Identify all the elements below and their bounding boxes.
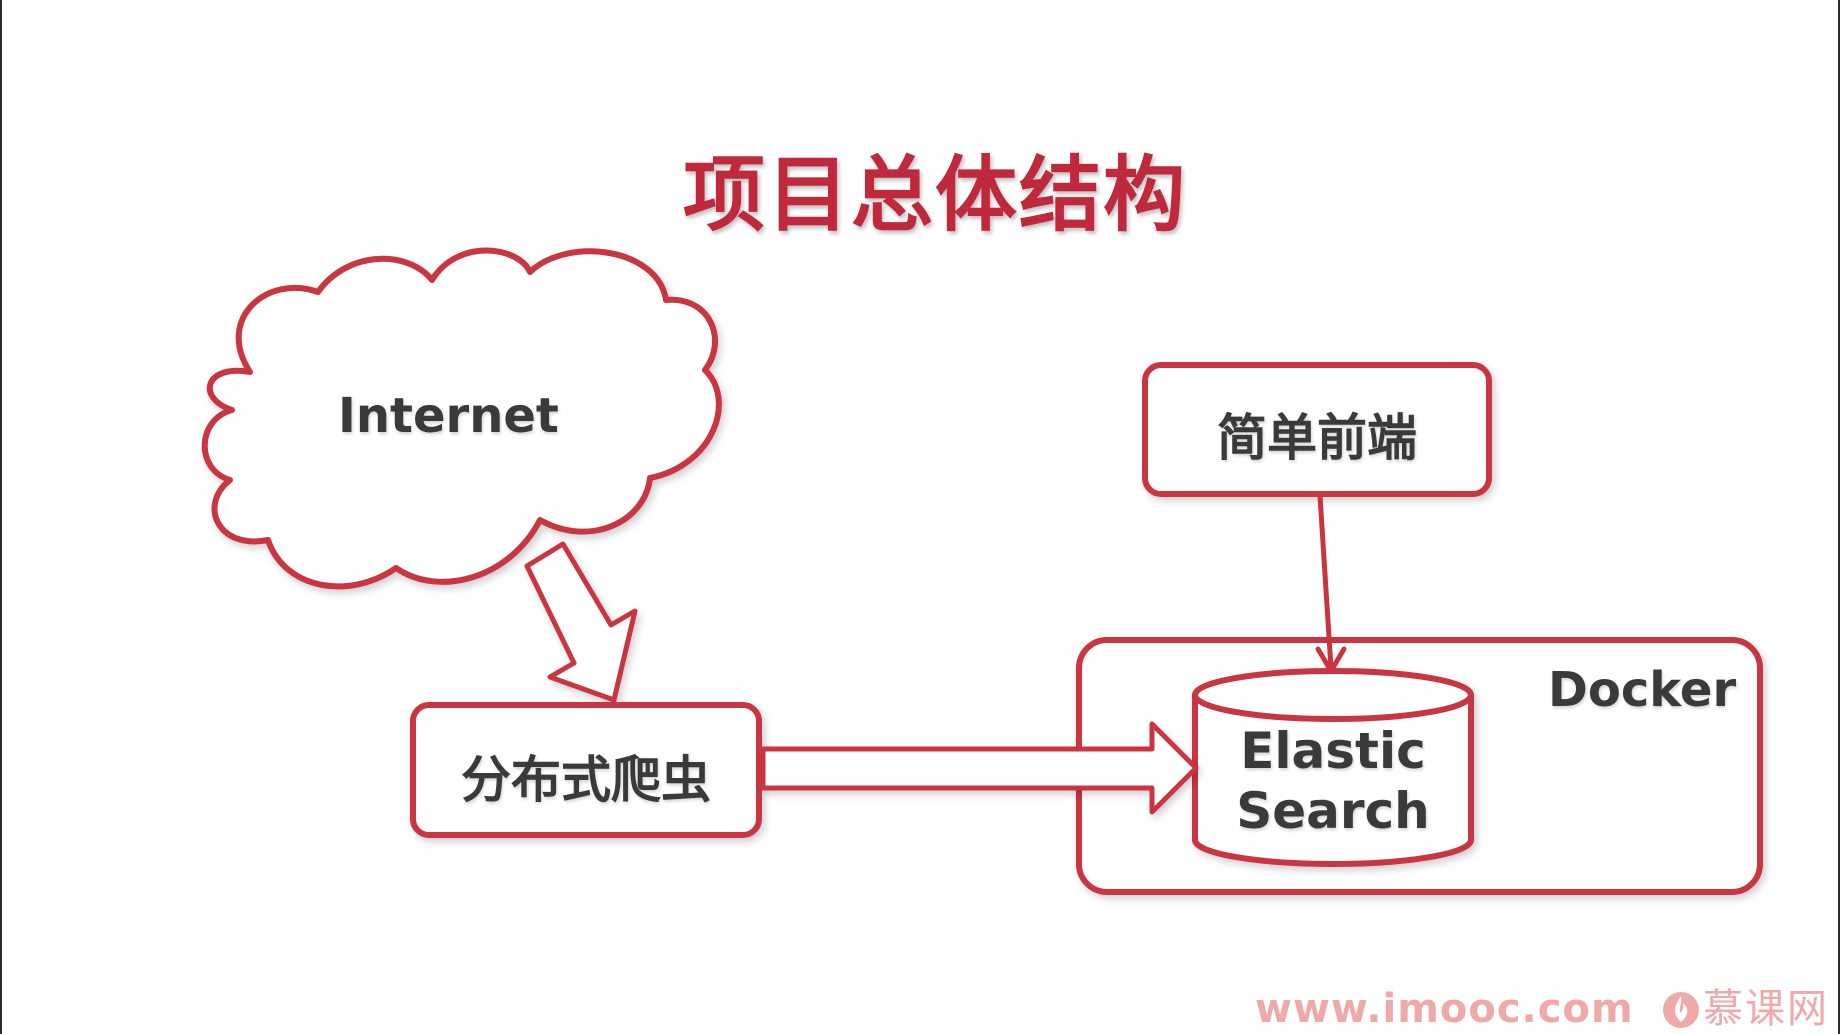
footer-brand-text: 慕课网 (1703, 986, 1829, 1032)
footer-url: www.imooc.com (1255, 986, 1634, 1032)
right-border (1838, 0, 1840, 1034)
elasticsearch-label-line2: Search (1236, 782, 1430, 840)
elasticsearch-label-line1: Elastic (1240, 722, 1426, 780)
internet-cloud (201, 247, 722, 590)
left-border (0, 0, 2, 1034)
frontend-label: 简单前端 (1217, 409, 1417, 467)
elasticsearch-cylinder (1192, 668, 1474, 867)
crawler-label: 分布式爬虫 (461, 751, 711, 809)
crawler-box (410, 702, 762, 838)
frontend-box (1142, 362, 1492, 497)
internet-label: Internet (338, 388, 559, 444)
flame-logo-icon (1663, 992, 1699, 1028)
page-title: 项目总体结构 (682, 148, 1187, 243)
footer-brand: 慕课网 (1657, 980, 1829, 1032)
frontend-to-elasticsearch-arrow (1315, 493, 1347, 674)
docker-label: Docker (1548, 662, 1737, 718)
crawler-to-elasticsearch-arrow (760, 721, 1199, 815)
internet-to-crawler-arrow (524, 541, 638, 703)
